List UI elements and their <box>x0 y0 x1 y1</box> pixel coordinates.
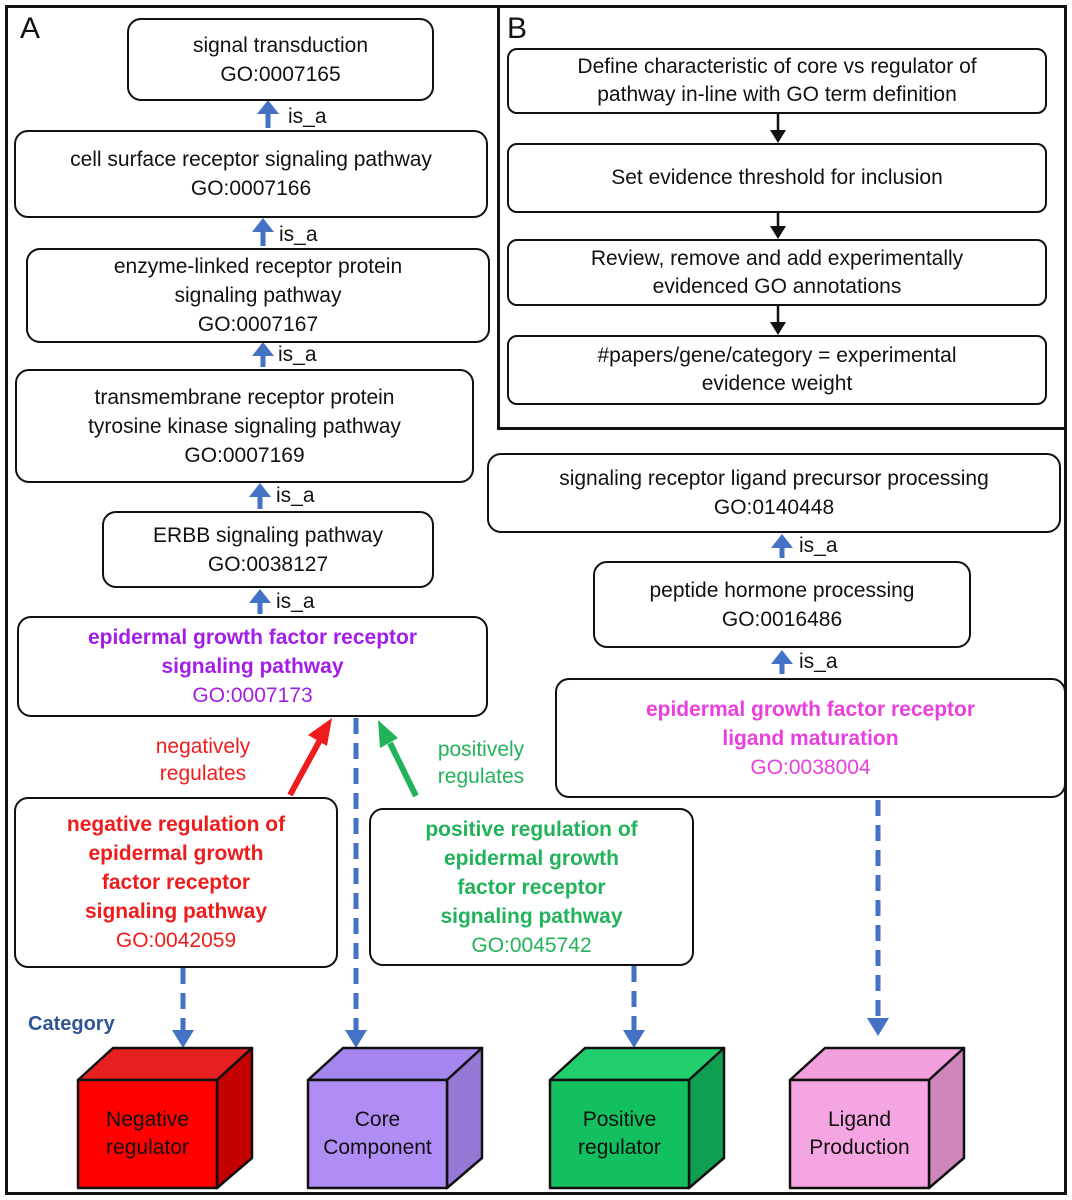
cube-label-core: Core Component <box>323 1108 432 1159</box>
go-term-label: signal transduction <box>192 33 369 57</box>
positively-regulates-label: positively regulates <box>437 738 525 788</box>
go-term-id: GO:0042059 <box>115 929 237 952</box>
go-term-label: epidermal growth factor receptor signali… <box>87 626 418 678</box>
go-term-egfr-pathway: epidermal growth factor receptor signali… <box>17 616 488 717</box>
go-term-label: signaling receptor ligand precursor proc… <box>559 467 989 490</box>
go-term-id: GO:0007166 <box>190 177 312 200</box>
cube-label-positive: Positive regulator <box>578 1108 661 1159</box>
workflow-step-2: Set evidence threshold for inclusion <box>507 143 1047 213</box>
cube-ligand-production <box>788 1046 966 1190</box>
go-term-label: cell surface receptor signaling pathway <box>70 148 432 171</box>
dashed-arrow-positive <box>623 966 645 1048</box>
go-term-id: GO:0038004 <box>750 755 871 779</box>
go-term-id: GO:0038127 <box>207 552 329 576</box>
workflow-step-text: #papers/gene/category = experimental evi… <box>597 344 957 395</box>
go-term-peptide-hormone: peptide hormone processing GO:0016486 <box>593 561 971 648</box>
go-term-label: positive regulation of epidermal growth … <box>425 817 638 928</box>
is-a-arrow-2 <box>252 218 274 246</box>
workflow-step-3: Review, remove and add experimentally ev… <box>507 239 1047 306</box>
is-a-arrow-7 <box>771 650 793 674</box>
cube-label-negative: Negative regulator <box>106 1108 189 1159</box>
is-a-arrow-1 <box>257 100 279 128</box>
go-term-id: GO:0007167 <box>197 313 319 336</box>
go-term-label: transmembrane receptor protein tyrosine … <box>88 385 401 438</box>
workflow-step-4: #papers/gene/category = experimental evi… <box>507 335 1047 405</box>
go-term-label: peptide hormone processing <box>649 578 915 602</box>
go-term-erbb: ERBB signaling pathway GO:0038127 <box>102 511 434 588</box>
workflow-arrow-1 <box>770 114 786 143</box>
category-heading: Category <box>28 1013 115 1035</box>
is-a-label-3: is_a <box>278 343 317 366</box>
go-term-cell-surface-receptor: cell surface receptor signaling pathway … <box>14 130 488 218</box>
go-term-id: GO:0045742 <box>471 933 592 957</box>
go-term-id: GO:0007169 <box>184 443 305 467</box>
go-term-positive-regulation: positive regulation of epidermal growth … <box>369 808 694 966</box>
cube-core-component <box>306 1046 484 1190</box>
workflow-arrow-3 <box>770 306 786 335</box>
is-a-label-7: is_a <box>799 650 838 673</box>
cube-positive-regulator <box>548 1046 726 1190</box>
go-term-negative-regulation: negative regulation of epidermal growth … <box>14 797 338 968</box>
go-term-ligand-maturation: epidermal growth factor receptor ligand … <box>555 678 1066 798</box>
go-term-id: GO:0016486 <box>721 607 843 631</box>
cube-negative-regulator <box>76 1046 254 1190</box>
go-term-label: negative regulation of epidermal growth … <box>66 813 286 923</box>
negatively-regulates-label: negatively regulates <box>155 735 251 785</box>
is-a-arrow-3 <box>252 342 274 367</box>
go-term-id: GO:0007173 <box>192 684 313 707</box>
cube-label-ligand: Ligand Production <box>809 1108 910 1159</box>
is-a-arrow-4 <box>249 483 271 509</box>
is-a-label-4: is_a <box>276 484 315 507</box>
is-a-label-6: is_a <box>799 534 838 557</box>
negatively-regulates-arrow <box>287 718 332 797</box>
go-term-signal-transduction: signal transduction GO:0007165 <box>127 18 434 101</box>
go-term-enzyme-linked: enzyme-linked receptor protein signaling… <box>26 248 490 343</box>
workflow-arrow-2 <box>770 213 786 239</box>
dashed-arrow-ligand <box>867 800 889 1036</box>
go-term-transmembrane-rtk: transmembrane receptor protein tyrosine … <box>15 369 474 483</box>
workflow-step-text: Review, remove and add experimentally ev… <box>590 246 964 298</box>
panel-label-a: A <box>20 12 41 45</box>
is-a-label-5: is_a <box>276 590 315 613</box>
panel-b-frame <box>497 5 1067 430</box>
is-a-label-2: is_a <box>279 223 318 246</box>
positively-regulates-arrow <box>378 720 419 798</box>
is-a-label-1: is_a <box>288 105 327 128</box>
workflow-step-text: Define characteristic of core vs regulat… <box>577 55 977 106</box>
go-term-ligand-precursor: signaling receptor ligand precursor proc… <box>487 453 1061 533</box>
is-a-arrow-5 <box>249 589 271 614</box>
go-term-label: epidermal growth factor receptor ligand … <box>645 697 976 750</box>
go-term-label: ERBB signaling pathway <box>153 523 383 547</box>
go-term-id: GO:0007165 <box>220 62 341 86</box>
workflow-step-text: Set evidence threshold for inclusion <box>611 166 943 189</box>
go-term-id: GO:0140448 <box>713 496 835 519</box>
panel-label-b: B <box>507 12 528 45</box>
workflow-step-1: Define characteristic of core vs regulat… <box>507 48 1047 114</box>
is-a-arrow-6 <box>771 534 793 558</box>
go-term-label: enzyme-linked receptor protein signaling… <box>113 255 403 307</box>
dashed-arrow-negative <box>172 968 194 1048</box>
dashed-arrow-core <box>345 718 367 1048</box>
